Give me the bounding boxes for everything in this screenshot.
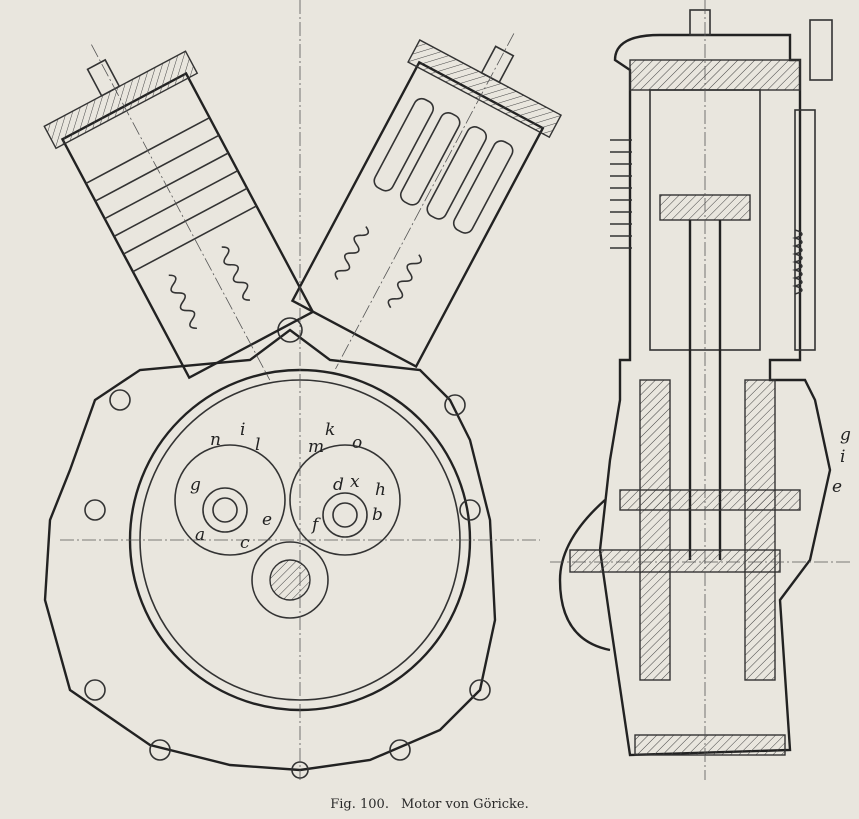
part-label: c (240, 533, 250, 553)
part-label: d (333, 475, 344, 495)
engine-drawing: n i l k m o g d x h a c e f b (43, 0, 851, 780)
part-label: a (195, 525, 205, 545)
part-label: e (262, 510, 272, 530)
figure-title: Motor von Göricke. (400, 797, 529, 812)
side-section-view: g i e (550, 0, 851, 780)
part-label: i (840, 447, 845, 467)
part-label: f (310, 515, 321, 535)
part-label: x (350, 472, 360, 492)
figure-number: Fig. 100. (330, 797, 389, 812)
part-label: l (255, 435, 260, 455)
part-label: b (372, 505, 383, 525)
part-label: g (840, 425, 851, 445)
part-label: i (240, 420, 245, 440)
figure-caption: Fig. 100. Motor von Göricke. (0, 797, 859, 812)
part-label: k (325, 420, 335, 440)
part-label: m (308, 437, 324, 457)
part-label: e (832, 477, 842, 497)
part-label: g (190, 475, 201, 495)
part-label: h (375, 480, 386, 500)
v-twin-front-view: n i l k m o g d x h a c e f b (43, 0, 563, 780)
part-label: o (352, 433, 362, 453)
part-label: n (210, 430, 221, 450)
